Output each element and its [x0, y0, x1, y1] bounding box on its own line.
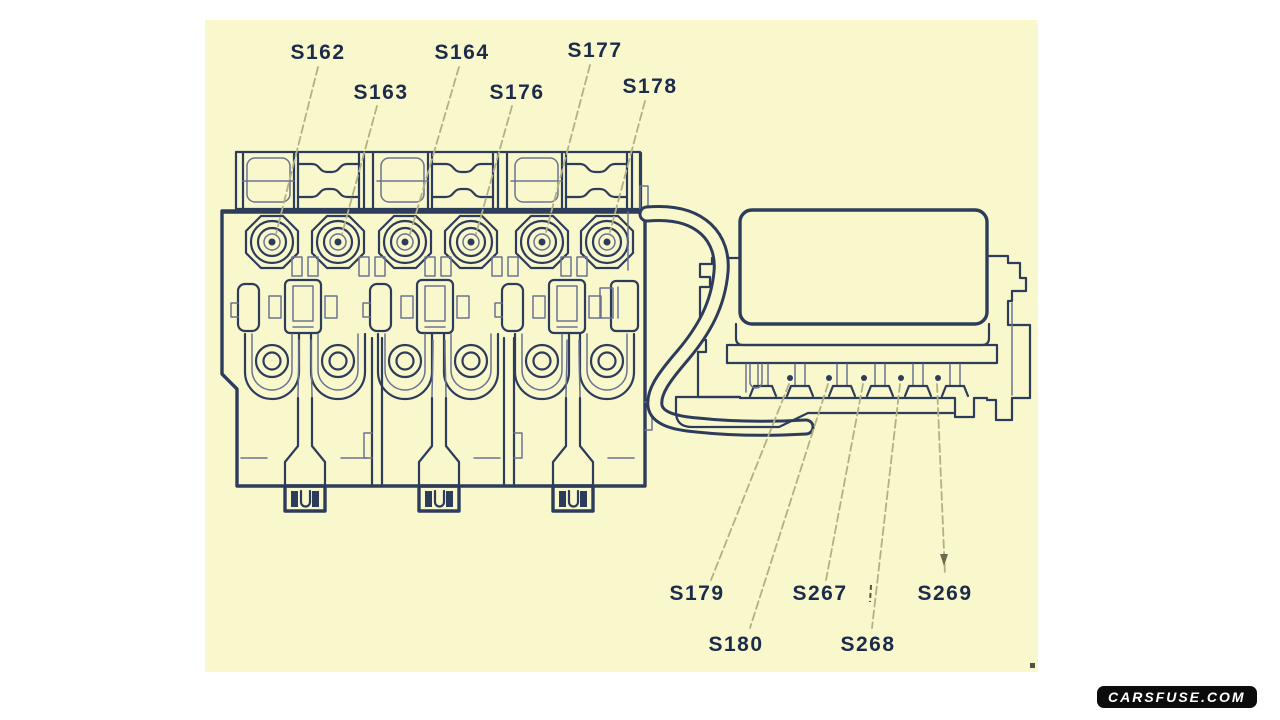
relay-unit	[638, 204, 1032, 437]
leader-s176	[475, 105, 513, 235]
washer-pocket	[243, 332, 301, 401]
component-label-s164: S164	[434, 41, 490, 64]
leader-s267	[825, 383, 864, 581]
leader-arrowhead	[940, 554, 948, 566]
relay-body	[738, 208, 989, 326]
component-label-s162: S162	[290, 41, 346, 64]
leader-s269	[936, 383, 946, 576]
leader-s163	[341, 105, 378, 235]
leader-s268	[871, 383, 901, 629]
leader-lines	[275, 64, 948, 629]
fuse-holder-unit	[220, 150, 653, 513]
fuse-point-s179	[787, 375, 793, 381]
terminal-bolt	[244, 214, 300, 270]
component-label-s176: S176	[489, 81, 545, 104]
leader-s178	[609, 100, 646, 233]
leader-s177	[545, 64, 591, 233]
fuse-point-s269	[935, 375, 941, 381]
terminal-strip-and-tab	[283, 339, 327, 513]
fuse-point-s268	[898, 375, 904, 381]
comb-cell-group	[242, 151, 375, 210]
leader-dark-dash	[869, 584, 872, 603]
fuse-point-s180	[826, 375, 832, 381]
watermark-text: CARSFUSE.COM	[1108, 689, 1246, 705]
terminal-bracket	[291, 256, 319, 277]
leader-s162	[275, 66, 319, 235]
component-label-s268: S268	[840, 633, 896, 656]
leader-s180	[749, 383, 829, 629]
watermark-carsfuse: CARSFUSE.COM	[1097, 686, 1257, 708]
component-label-s179: S179	[669, 582, 725, 605]
component-label-s163: S163	[353, 81, 409, 104]
fuse-point-s267	[861, 375, 867, 381]
component-label-s177: S177	[567, 39, 623, 62]
connector-foot	[748, 363, 778, 398]
relay-socket-group	[230, 278, 338, 335]
component-label-s180: S180	[708, 633, 764, 656]
artifact-dot	[1030, 663, 1035, 668]
component-label-s267: S267	[792, 582, 848, 605]
leader-s179	[710, 383, 790, 581]
component-label-s178: S178	[622, 75, 678, 98]
leader-s164	[409, 66, 460, 235]
component-label-s269: S269	[917, 582, 973, 605]
